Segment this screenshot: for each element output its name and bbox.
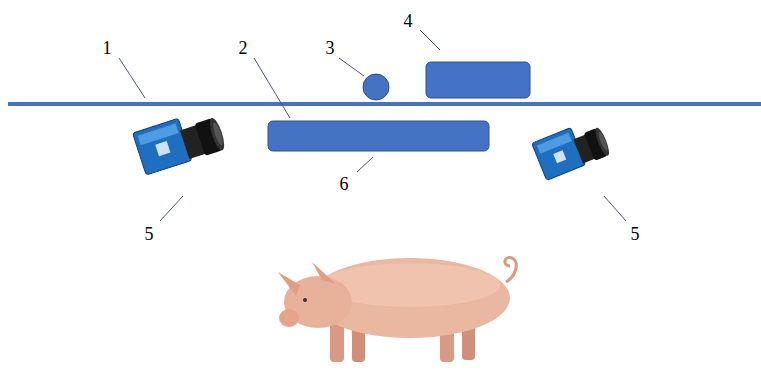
callout-number: 5 [145, 225, 154, 243]
callout-number: 2 [239, 39, 248, 57]
leader-lines [119, 30, 626, 221]
camera-icon [532, 117, 612, 180]
round-part [363, 74, 389, 100]
rail-line [8, 102, 761, 106]
pig-illustration [278, 257, 516, 362]
callout-number: 1 [103, 39, 112, 57]
callout-number: 4 [404, 12, 413, 30]
upper-box [426, 62, 530, 98]
lower-box [268, 121, 489, 151]
callout-number: 6 [340, 175, 349, 193]
camera-icon [133, 107, 227, 175]
callout-number: 3 [326, 39, 335, 57]
callout-number: 5 [631, 225, 640, 243]
